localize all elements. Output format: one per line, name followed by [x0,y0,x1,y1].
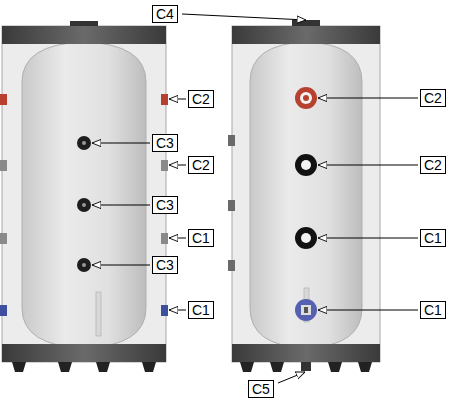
tank-front-view [228,20,380,372]
callout-number: C1 [420,229,446,247]
callout-number: C3 [152,256,178,274]
callout-number: C1 [188,301,214,319]
callout-number: C2 [188,156,214,174]
tank-side-view [0,21,168,372]
callout-number: C1 [420,301,446,319]
callout-number: C2 [420,156,446,174]
callout-number: C3 [152,134,178,152]
callout-number: C2 [420,89,446,107]
leader-lines [92,14,418,383]
callout-number: C3 [152,196,178,214]
callout-number: C2 [188,90,214,108]
callout-number: C1 [188,229,214,247]
callout-number: C5 [248,380,274,398]
callout-number: C4 [152,5,178,23]
